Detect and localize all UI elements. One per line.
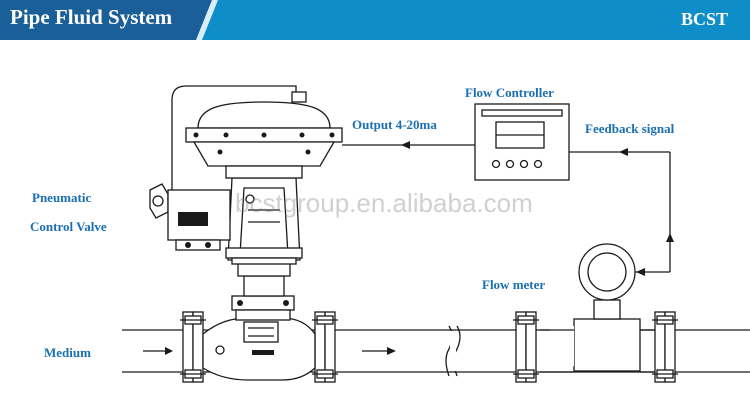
label-control-valve: Control Valve: [30, 219, 107, 234]
header-background: [0, 0, 750, 40]
flange-meter-right: [652, 311, 678, 383]
valve-actuator: [185, 91, 343, 179]
valve-bonnet: [231, 229, 295, 321]
label-pneumatic: Pneumatic: [32, 190, 92, 205]
label-flow-controller: Flow Controller: [465, 85, 554, 100]
page-title: Pipe Fluid System: [10, 5, 173, 29]
valve-yoke: [225, 177, 303, 265]
watermark-text: bcstgroup.en.alibaba.com: [235, 188, 533, 218]
brand-name: BCST: [680, 9, 728, 29]
valve-positioner: [149, 183, 231, 251]
flow-meter: [540, 243, 655, 373]
system-schematic: [122, 85, 750, 383]
label-medium: Medium: [44, 345, 91, 360]
label-output: Output 4-20ma: [352, 117, 437, 132]
valve-body: [202, 317, 316, 381]
flow-arrows: [143, 347, 396, 355]
header-bar: Pipe Fluid System BCST: [0, 0, 750, 40]
flange-meter-left: [513, 311, 539, 383]
flange-valve-left: [180, 311, 206, 383]
flange-valve-right: [312, 311, 338, 383]
label-feedback-signal: Feedback signal: [585, 121, 675, 136]
label-flow-meter: Flow meter: [482, 277, 546, 292]
output-signal-line: [342, 141, 475, 149]
feedback-signal-line: [569, 148, 674, 276]
air-supply-tube: [171, 85, 297, 196]
flow-controller-unit: [474, 103, 570, 181]
